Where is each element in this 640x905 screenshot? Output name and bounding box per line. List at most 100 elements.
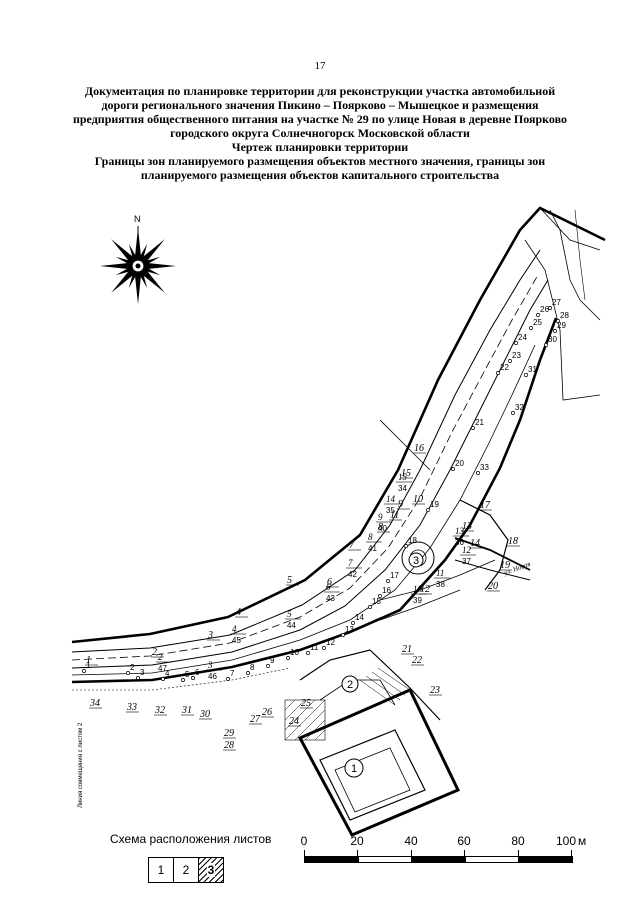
title-line: Границы зон планируемого размещения объе… — [94, 154, 546, 168]
red-line-point-label: 12 — [420, 584, 430, 595]
fraction-bottom: 44 — [287, 621, 296, 630]
sheet-layout: 1 2 3 — [148, 857, 224, 883]
zone-point-label: 10 — [290, 648, 299, 657]
red-line-point-label: 13 — [462, 521, 472, 532]
zone-point-dot — [404, 544, 408, 548]
zone-point-dot — [368, 605, 372, 609]
road-edge — [72, 667, 291, 691]
zone-point-label: 15 — [372, 597, 381, 606]
page-number: 17 — [314, 60, 326, 72]
red-line-point-label: 17 — [480, 500, 491, 511]
fraction-top: 3 — [207, 660, 213, 670]
fraction-bottom: 41 — [368, 544, 377, 553]
red-line-point-label: 2 — [152, 647, 157, 658]
zone-point-label: 26 — [540, 305, 549, 314]
zone-point-dot — [508, 359, 512, 363]
red-line-inner — [71, 317, 558, 684]
zone-point-label: 22 — [500, 363, 509, 372]
red-line-point-label: 29 — [224, 728, 234, 739]
zone-point-dot — [82, 669, 86, 673]
zone-point-dot — [514, 341, 518, 345]
red-line-point-label: 3 — [207, 630, 213, 641]
existing-road — [539, 207, 601, 251]
red-line-point-label: 8 — [378, 522, 383, 533]
zone-point-label: 8 — [250, 663, 255, 672]
red-line-point-label: 33 — [126, 702, 137, 713]
red-line-point-label: 14 — [470, 538, 480, 549]
sheet-box-label: 1 — [157, 863, 165, 877]
scale-segment — [412, 857, 466, 862]
fraction-bottom: 47 — [158, 664, 167, 673]
object-marker-circle — [408, 552, 424, 568]
street-novaya — [454, 537, 531, 571]
fraction-bottom: 45 — [232, 636, 241, 645]
red-line-point-label: 15 — [401, 468, 411, 479]
object-marker-circle — [344, 758, 364, 778]
zone-point-dot — [426, 508, 430, 512]
zone-point-dot — [246, 671, 250, 675]
existing-road — [524, 239, 601, 401]
zone-point-dot — [306, 651, 310, 655]
zone-point-label: 29 — [557, 321, 566, 330]
scale-segment — [466, 857, 520, 862]
road-axis — [71, 274, 539, 661]
red-line-point-label: 32 — [154, 705, 165, 716]
fraction-top: 2 — [158, 652, 163, 662]
zone-point-dot — [136, 676, 140, 680]
zone-point-dot — [161, 677, 165, 681]
zone-point-label: 20 — [455, 459, 464, 468]
fraction-top: 9 — [378, 512, 383, 522]
object-markers: 1 2 3 — [341, 552, 424, 778]
road-edge — [379, 589, 461, 621]
zone-point-label: 28 — [560, 311, 569, 320]
fraction-top: 8 — [368, 532, 373, 542]
zone-point-label: 1 — [86, 661, 91, 670]
red-line-point-label: 18 — [508, 536, 518, 547]
existing-road — [574, 209, 586, 301]
building-inner — [334, 747, 411, 813]
zone-point-dot — [191, 676, 195, 680]
red-line-point-label: 5 — [287, 575, 292, 586]
sheet-box: 1 — [148, 857, 174, 883]
zone-point-dot — [266, 664, 270, 668]
zone-point-dot — [476, 471, 480, 475]
document-title: Документация по планировке территории дл… — [70, 84, 570, 182]
road-edge — [71, 344, 536, 676]
zone-point-dot — [386, 579, 390, 583]
red-line-point-label: 23 — [430, 685, 440, 696]
red-line-point-label: 7 — [349, 540, 355, 551]
scale-label: 60 — [457, 834, 471, 848]
red-line-point-label: 24 — [289, 716, 299, 727]
scale-segment — [305, 857, 359, 862]
lot-boundary — [297, 688, 461, 837]
red-line-point-label: 11 — [390, 510, 399, 521]
zone-point-label: 21 — [475, 418, 484, 427]
zone-point-dot — [544, 343, 548, 347]
fraction-top: 7 — [348, 558, 353, 568]
title-line: дороги регионального значения Пикино – П… — [101, 98, 539, 112]
fraction-bottom: 37 — [462, 557, 471, 566]
sheet-box-current: 3 — [198, 857, 224, 883]
fraction-top: 11 — [436, 568, 444, 578]
scale-label: 20 — [350, 834, 364, 848]
zone-point-dot — [536, 313, 540, 317]
access-road — [319, 679, 396, 706]
zone-point-label: 4 — [165, 669, 170, 678]
zone-point-label: 19 — [430, 500, 439, 509]
red-line-point-label: 16 — [414, 443, 424, 454]
zone-point-dot — [451, 467, 455, 471]
scale-label: 100 — [555, 834, 577, 848]
compass-rose-icon — [100, 228, 176, 304]
scale-unit: м — [578, 834, 587, 848]
object-marker-label: 3 — [413, 555, 419, 567]
zone-point-label: 23 — [512, 351, 521, 360]
zone-point-label: 12 — [326, 638, 335, 647]
zone-point-dot — [556, 319, 560, 323]
scale-segment — [519, 857, 572, 862]
zone-point-label: 33 — [480, 463, 489, 472]
title-line: городского округа Солнечногорск Московск… — [170, 126, 470, 140]
road-edge — [379, 559, 496, 601]
zone-point-label: 2 — [130, 663, 135, 672]
